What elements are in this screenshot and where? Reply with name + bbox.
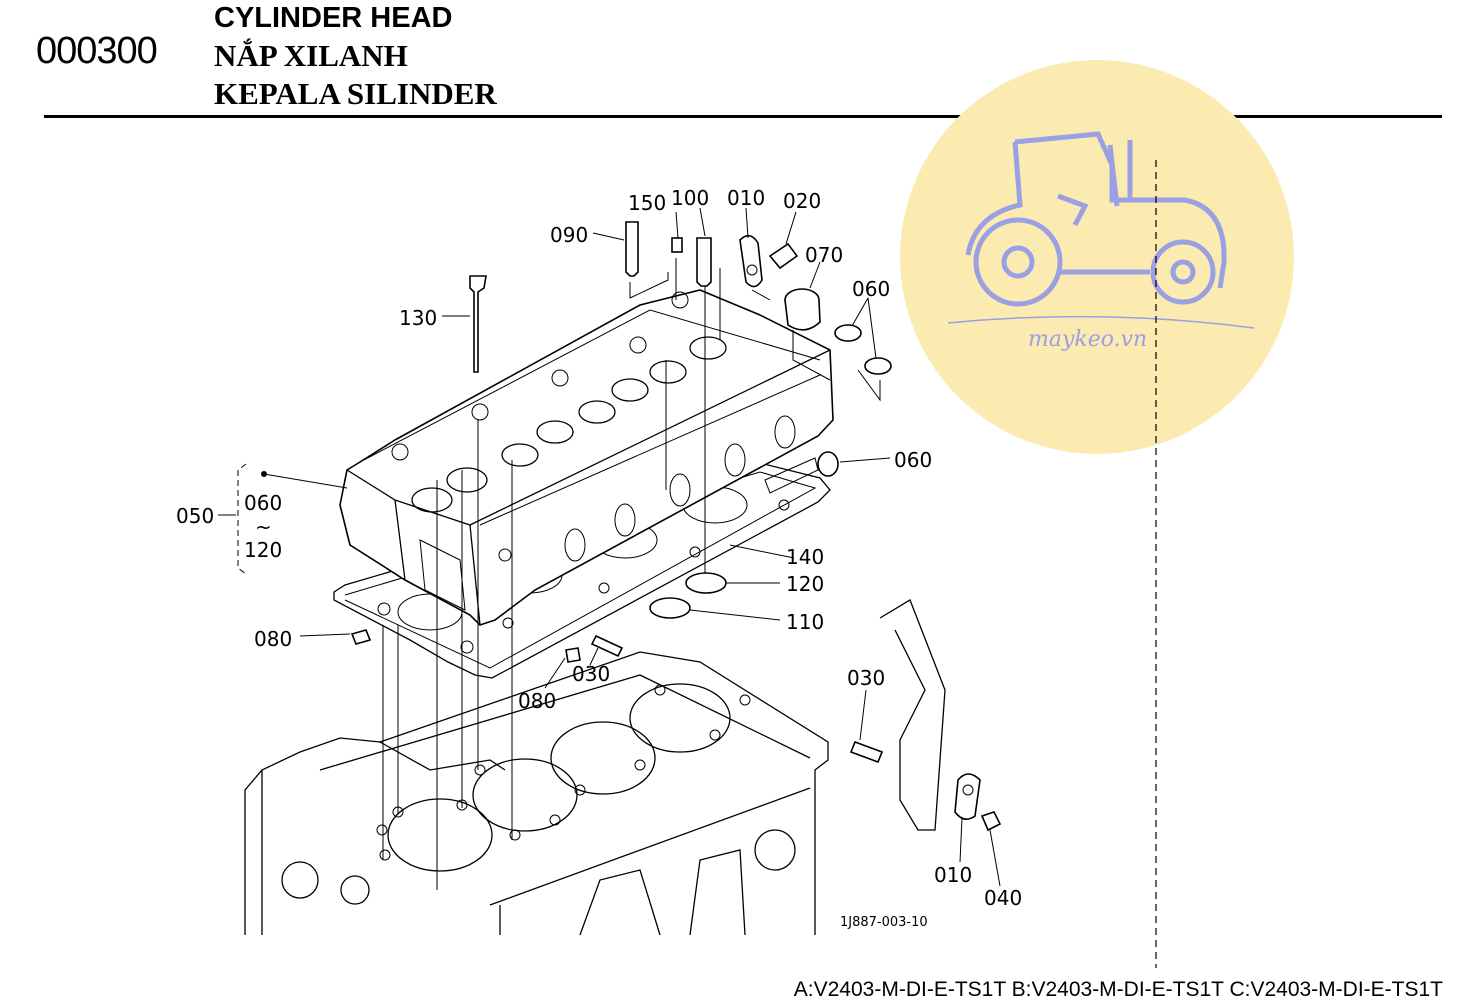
section-code: 000300 — [36, 30, 158, 72]
watermark-logo: maykeo.vn — [900, 60, 1294, 454]
nut-040 — [980, 811, 1002, 832]
callout-010-bottom: 010 — [934, 863, 972, 887]
callout-030-mid: 030 — [572, 662, 610, 686]
callout-100: 100 — [671, 186, 709, 210]
seal-110 — [649, 597, 691, 619]
plug-150 — [671, 237, 683, 253]
callout-labels: 150 100 010 020 090 070 060 130 060 050 … — [176, 186, 1022, 930]
callout-110: 110 — [786, 610, 824, 634]
callout-140: 140 — [786, 545, 824, 569]
stud-080-bottom — [565, 647, 581, 663]
watermark-circle — [900, 60, 1294, 454]
callout-080-left: 080 — [254, 627, 292, 651]
callout-090: 090 — [550, 223, 588, 247]
callout-leaders — [218, 207, 1001, 887]
seal-060-b — [864, 357, 892, 375]
drawing-number: 1J887-003-10 — [840, 915, 928, 930]
callout-010-top: 010 — [727, 186, 765, 210]
header-divider — [44, 115, 1442, 118]
callout-120: 120 — [786, 572, 824, 596]
bracket-010-top — [739, 234, 763, 288]
stud-030-right — [849, 740, 884, 764]
leader-lines — [382, 258, 881, 890]
stud-030-mid — [590, 634, 624, 658]
tractor-icon — [965, 131, 1227, 307]
callout-040: 040 — [984, 886, 1022, 910]
group-bracket — [237, 463, 247, 575]
callout-150: 150 — [628, 191, 666, 215]
valve-guide-090 — [625, 221, 639, 277]
parts — [350, 221, 1002, 832]
bracket-010-bottom — [954, 773, 981, 820]
bolt-020 — [768, 242, 799, 270]
callout-130: 130 — [399, 306, 437, 330]
seal-060-right — [817, 451, 839, 477]
seal-120 — [685, 572, 727, 594]
lifting-hook — [879, 599, 946, 831]
cylinder-block — [244, 651, 829, 936]
title-vietnamese: NẮP XILANH — [214, 38, 408, 73]
callout-020: 020 — [783, 189, 821, 213]
valve-guide-100 — [696, 237, 712, 287]
callout-060-top: 060 — [852, 277, 890, 301]
callout-080-bottom: 080 — [518, 689, 556, 713]
seal-060-a — [834, 324, 862, 342]
applicable-models: A:V2403-M-DI-E-TS1T B:V2403-M-DI-E-TS1T … — [793, 978, 1443, 1001]
callout-050-range-start: 060 — [244, 491, 282, 515]
stud-080-left — [350, 629, 372, 645]
page-header: 000300 CYLINDER HEAD NẮP XILANH KEPALA S… — [0, 0, 1457, 120]
cylinder-head — [339, 289, 834, 626]
callout-050: 050 — [176, 504, 214, 528]
watermark-underline — [947, 315, 1255, 329]
callout-050-range-end: 120 — [244, 538, 282, 562]
bolt-130 — [469, 275, 487, 373]
callout-050-range-tilde: ~ — [255, 515, 272, 539]
callout-030-right: 030 — [847, 666, 885, 690]
title-indonesian: KEPALA SILINDER — [214, 76, 497, 111]
callout-060-right: 060 — [894, 448, 932, 472]
title-english: CYLINDER HEAD — [214, 2, 453, 34]
callout-070: 070 — [805, 243, 843, 267]
watermark-text: maykeo.vn — [1028, 327, 1147, 352]
